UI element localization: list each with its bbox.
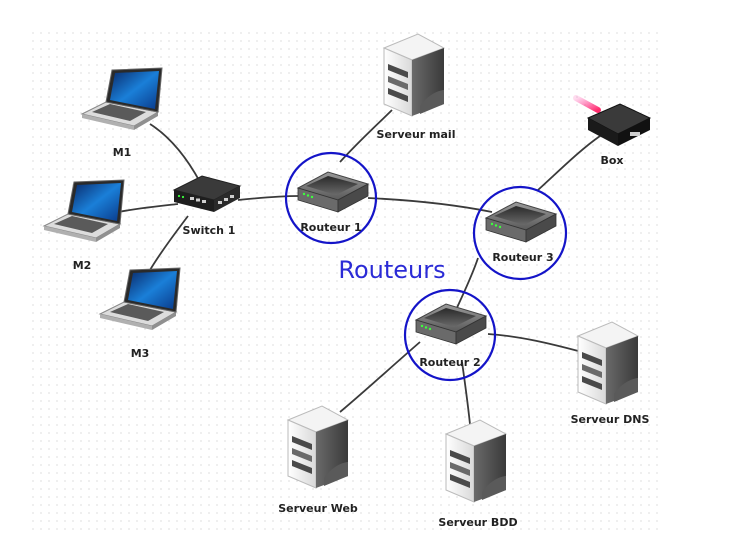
serveur-mail-icon[interactable] — [383, 33, 445, 117]
label-routeur1: Routeur 1 — [300, 221, 361, 234]
routeur-2-highlight-circle — [403, 288, 497, 382]
label-serveur-bdd: Serveur BDD — [438, 516, 517, 529]
link-routeur2-web — [339, 341, 421, 413]
box-icon[interactable] — [573, 95, 652, 146]
link-routeur3-routeur2 — [455, 257, 479, 311]
link-switch1-routeur1 — [237, 195, 299, 201]
label-routeur3: Routeur 3 — [492, 251, 553, 264]
label-m1: M1 — [113, 146, 132, 159]
label-m3: M3 — [131, 347, 150, 360]
label-box: Box — [600, 154, 623, 167]
serveur-dns-icon[interactable] — [577, 321, 639, 405]
link-m2-switch1 — [117, 203, 179, 213]
label-switch1: Switch 1 — [183, 224, 236, 237]
label-m2: M2 — [73, 259, 92, 272]
serveur-web-icon[interactable] — [287, 405, 349, 489]
link-routeur3-box — [537, 135, 601, 191]
label-serveur-mail: Serveur mail — [377, 128, 456, 141]
link-m3-switch1 — [149, 215, 189, 271]
routeur-3-highlight-circle — [472, 185, 568, 281]
label-routeur2: Routeur 2 — [419, 356, 480, 369]
label-serveur-dns: Serveur DNS — [571, 413, 650, 426]
link-routeur2-dns — [487, 333, 583, 353]
routeurs-group-title: Routeurs — [338, 256, 445, 284]
routeur-1-highlight-circle — [284, 151, 378, 245]
serveur-bdd-icon[interactable] — [445, 419, 507, 503]
link-m1-switch1 — [149, 123, 201, 183]
label-serveur-web: Serveur Web — [278, 502, 358, 515]
link-routeur1-routeur3 — [367, 197, 493, 213]
